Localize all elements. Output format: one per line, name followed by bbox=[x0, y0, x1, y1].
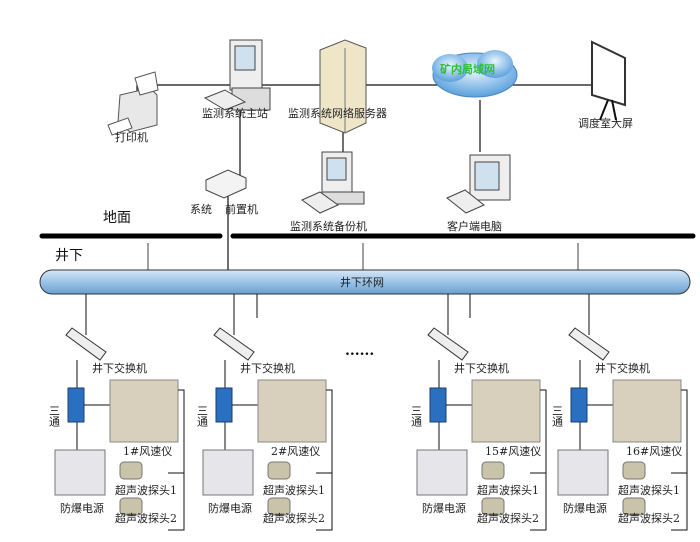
front-end-label-b: 前置机 bbox=[225, 202, 258, 216]
ultrasonic-probe-icon bbox=[119, 461, 143, 480]
tee-label: 三通 bbox=[410, 405, 423, 427]
switch-label: 井下交换机 bbox=[595, 361, 650, 375]
anemometer-label: 16#风速仪 bbox=[626, 445, 682, 458]
tee-label: 三通 bbox=[48, 405, 61, 427]
switch-icon bbox=[65, 327, 107, 361]
server-icon bbox=[319, 39, 367, 134]
power-label: 防爆电源 bbox=[208, 501, 252, 515]
switch-label: 井下交换机 bbox=[454, 361, 509, 375]
probe1-label: 超声波探头1 bbox=[618, 483, 680, 497]
ultrasonic-probe-icon bbox=[622, 497, 646, 516]
tee-text: 三通 bbox=[410, 405, 423, 427]
ground-text: 地面 bbox=[103, 210, 131, 226]
main-station-label: 监测系统主站 bbox=[202, 106, 268, 120]
lan-label: 矿内局域网 bbox=[440, 62, 495, 76]
backup-label: 监测系统备份机 bbox=[290, 219, 367, 233]
probe2-label: 超声波探头2 bbox=[115, 511, 177, 525]
ultrasonic-probe-icon bbox=[622, 461, 646, 480]
switch-icon bbox=[427, 327, 469, 361]
tee-junction-icon bbox=[570, 387, 588, 423]
tee-label: 三通 bbox=[551, 405, 564, 427]
tee-text: 三通 bbox=[196, 405, 209, 427]
ring-label: 井下环网 bbox=[340, 275, 384, 289]
probe2-label: 超声波探头2 bbox=[263, 511, 325, 525]
tee-junction-icon bbox=[215, 387, 233, 423]
probe2-label: 超声波探头2 bbox=[618, 511, 680, 525]
big-screen-label: 调度室大屏 bbox=[578, 116, 633, 130]
power-label: 防爆电源 bbox=[563, 501, 607, 515]
probe-cable bbox=[316, 389, 333, 531]
anemometer-box-icon bbox=[612, 379, 682, 443]
switch-label: 井下交换机 bbox=[240, 361, 295, 375]
underground-label: 井下 bbox=[55, 248, 83, 264]
ultrasonic-probe-icon bbox=[481, 497, 505, 516]
anemometer-box-icon bbox=[109, 379, 179, 443]
switch-icon bbox=[568, 327, 610, 361]
server-label: 监测系统网络服务器 bbox=[288, 106, 387, 120]
probe-cable bbox=[168, 389, 185, 531]
lan-cloud-icon bbox=[432, 50, 518, 98]
anemometer-box-icon bbox=[471, 379, 541, 443]
probe-cable bbox=[530, 389, 547, 531]
probe-cable bbox=[671, 389, 688, 531]
ultrasonic-probe-icon bbox=[481, 461, 505, 480]
switch-icon bbox=[213, 327, 255, 361]
explosion-proof-power-icon bbox=[416, 449, 468, 496]
explosion-proof-power-icon bbox=[557, 449, 609, 496]
tee-junction-icon bbox=[67, 387, 85, 423]
printer-icon bbox=[107, 71, 159, 136]
ultrasonic-probe-icon bbox=[119, 497, 143, 516]
ultrasonic-probe-icon bbox=[267, 497, 291, 516]
anemometer-box-icon bbox=[257, 379, 327, 443]
anemometer-label: 2#风速仪 bbox=[271, 445, 320, 458]
tee-text: 三通 bbox=[48, 405, 61, 427]
surface-links bbox=[136, 84, 600, 270]
underground-ring-network bbox=[39, 269, 691, 295]
client-computer-icon bbox=[446, 154, 511, 214]
anemometer-label: 1#风速仪 bbox=[123, 445, 172, 458]
ground-label: 地面 bbox=[103, 210, 131, 226]
front-end-label-a: 系统 bbox=[190, 203, 212, 216]
client-label: 客户端电脑 bbox=[447, 219, 502, 233]
tee-text: 三通 bbox=[551, 405, 564, 427]
ultrasonic-probe-icon bbox=[267, 461, 291, 480]
explosion-proof-power-icon bbox=[202, 449, 254, 496]
backup-computer-icon bbox=[301, 151, 365, 214]
tee-label: 三通 bbox=[196, 405, 209, 427]
explosion-proof-power-icon bbox=[54, 449, 106, 496]
ellipsis: ...... bbox=[345, 343, 374, 359]
switch-label: 井下交换机 bbox=[92, 361, 147, 375]
power-label: 防爆电源 bbox=[60, 501, 104, 515]
anemometer-label: 15#风速仪 bbox=[485, 445, 541, 458]
probe1-label: 超声波探头1 bbox=[263, 483, 325, 497]
probe1-label: 超声波探头1 bbox=[115, 483, 177, 497]
printer-label: 打印机 bbox=[115, 130, 148, 144]
probe1-label: 超声波探头1 bbox=[477, 483, 539, 497]
stations: 井下交换机三通1#风速仪防爆电源超声波探头1超声波探头2井下交换机三通2#风速仪… bbox=[48, 294, 688, 531]
main-station-computer-icon bbox=[203, 39, 271, 111]
probe2-label: 超声波探头2 bbox=[477, 511, 539, 525]
big-screen-icon bbox=[591, 40, 626, 121]
tee-junction-icon bbox=[429, 387, 447, 423]
front-end-machine-icon bbox=[205, 169, 247, 199]
power-label: 防爆电源 bbox=[422, 501, 466, 515]
